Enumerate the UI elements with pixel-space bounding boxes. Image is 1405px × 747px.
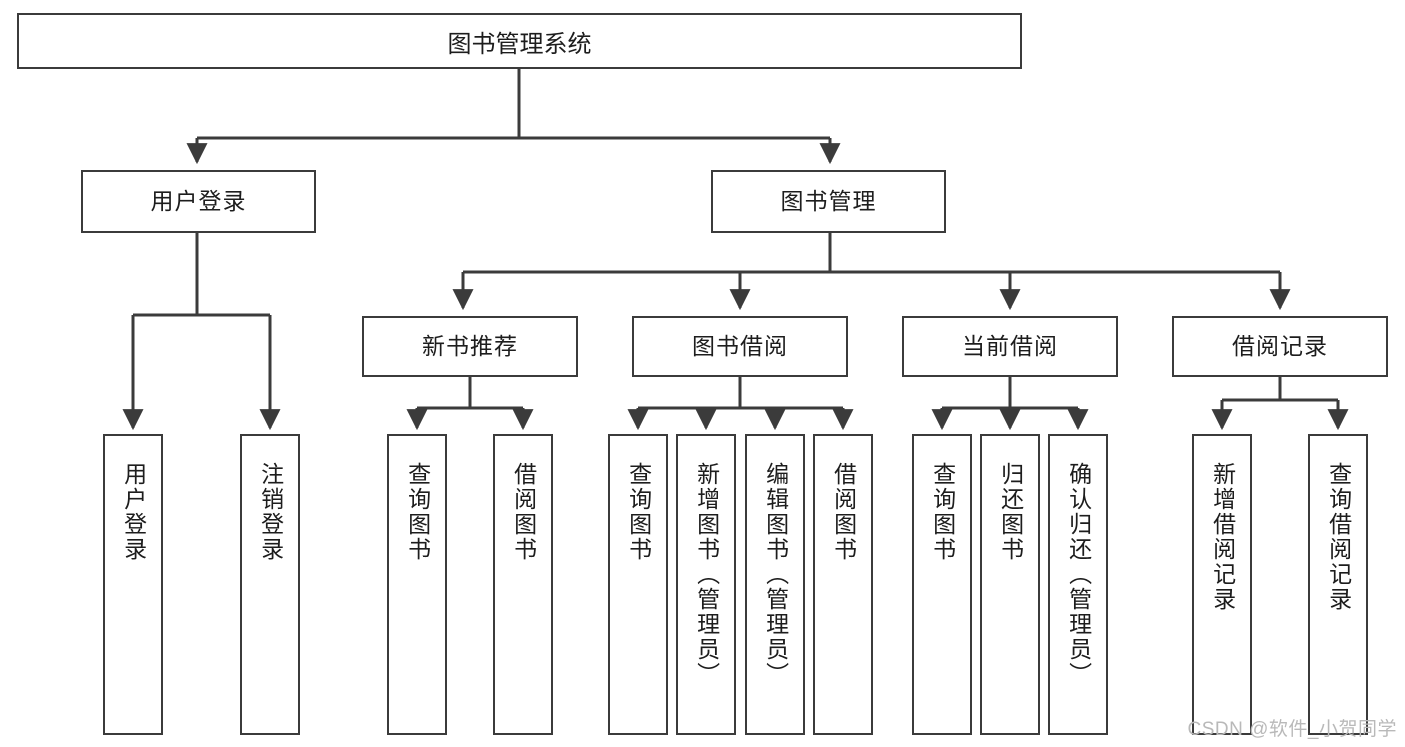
node-new-book-recommend-label: 新书推荐: [422, 332, 518, 359]
leaf-current-query-book[interactable]: 查询图书: [912, 434, 972, 735]
node-user-login[interactable]: 用户登录: [81, 170, 316, 233]
node-user-login-label: 用户登录: [150, 187, 247, 214]
leaf-label: 借阅图书: [510, 462, 537, 562]
leaf-label: 新增借阅记录: [1209, 462, 1236, 612]
leaf-label: 注销登录: [257, 462, 284, 562]
leaf-current-confirm-return[interactable]: 确认归还（管理员）: [1048, 434, 1108, 735]
node-borrow-records[interactable]: 借阅记录: [1172, 316, 1388, 377]
leaf-current-return-book[interactable]: 归还图书: [980, 434, 1040, 735]
node-current-borrow-label: 当前借阅: [962, 332, 1058, 359]
node-current-borrow[interactable]: 当前借阅: [902, 316, 1118, 377]
node-root-label: 图书管理系统: [447, 30, 592, 58]
leaf-label: 查询图书: [625, 462, 652, 562]
leaf-new-book-borrow[interactable]: 借阅图书: [493, 434, 553, 735]
leaf-label: 编辑图书（管理员）: [762, 462, 789, 687]
node-book-management-label: 图书管理: [780, 187, 877, 214]
leaf-label: 查询借阅记录: [1325, 462, 1352, 612]
node-book-management[interactable]: 图书管理: [711, 170, 946, 233]
leaf-label: 借阅图书: [830, 462, 857, 562]
leaf-borrow-edit-book[interactable]: 编辑图书（管理员）: [745, 434, 805, 735]
leaf-borrow-add-book[interactable]: 新增图书（管理员）: [676, 434, 736, 735]
node-root[interactable]: 图书管理系统: [17, 13, 1022, 69]
node-book-borrow[interactable]: 图书借阅: [632, 316, 848, 377]
watermark: CSDN @软件_小贺同学: [1187, 719, 1397, 740]
leaf-label: 查询图书: [929, 462, 956, 562]
leaf-records-query-record[interactable]: 查询借阅记录: [1308, 434, 1368, 735]
node-new-book-recommend[interactable]: 新书推荐: [362, 316, 578, 377]
leaf-borrow-borrow-book[interactable]: 借阅图书: [813, 434, 873, 735]
leaf-records-add-record[interactable]: 新增借阅记录: [1192, 434, 1252, 735]
leaf-label: 用户登录: [120, 462, 147, 562]
node-book-borrow-label: 图书借阅: [692, 332, 788, 359]
leaf-borrow-query-book[interactable]: 查询图书: [608, 434, 668, 735]
leaf-new-book-query[interactable]: 查询图书: [387, 434, 447, 735]
leaf-user-login-logout[interactable]: 注销登录: [240, 434, 300, 735]
leaf-label: 查询图书: [404, 462, 431, 562]
node-borrow-records-label: 借阅记录: [1232, 332, 1328, 359]
leaf-user-login-login[interactable]: 用户登录: [103, 434, 163, 735]
leaf-label: 归还图书: [997, 462, 1024, 562]
leaf-label: 确认归还（管理员）: [1065, 462, 1092, 687]
leaf-label: 新增图书（管理员）: [693, 462, 720, 687]
